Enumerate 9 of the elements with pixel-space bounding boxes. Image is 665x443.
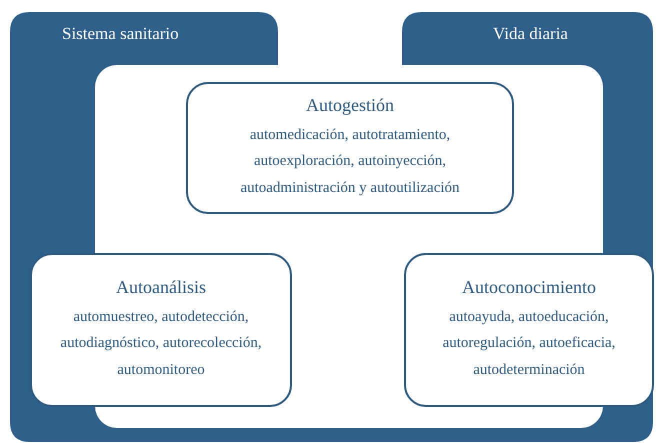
- panel-title: Sistema sanitario: [62, 24, 179, 44]
- box-text: automuestreo, autodetección, autodiagnóstico, autorecolección, automonitoreo: [59, 308, 263, 380]
- box-text: automedicación, autotratamiento, autoexploración, autoinyección, autoadministración y autoutilización: [239, 126, 461, 198]
- box-heading: Autoconocimiento: [461, 277, 597, 298]
- box-heading: Autoanálisis: [115, 277, 207, 298]
- info-box: [186, 82, 514, 214]
- box-heading: Autogestión: [305, 95, 395, 116]
- box-text: autoayuda, autoeducación, autoregulación, autoeficacia, autodeterminación: [442, 308, 616, 380]
- panel-title: Vida diaria: [493, 24, 568, 44]
